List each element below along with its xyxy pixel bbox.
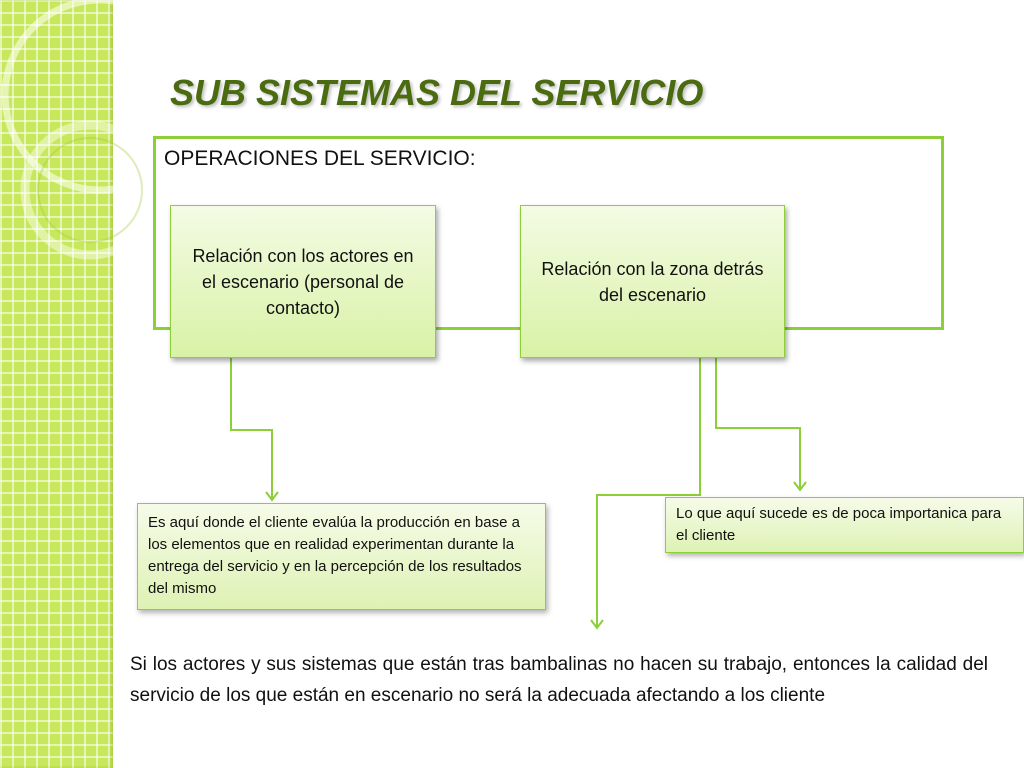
arrowhead xyxy=(590,619,604,630)
decorative-sidebar xyxy=(0,0,113,768)
back-stage-note: Lo que aquí sucede es de poca importanic… xyxy=(665,497,1024,553)
arrowhead xyxy=(793,481,807,492)
frame-label: OPERACIONES DEL SERVICIO: xyxy=(164,147,476,170)
connector-back-to-paragraph xyxy=(596,358,701,628)
back-stage-text: Relación con la zona detrás del escenari… xyxy=(541,258,764,305)
front-stage-text: Relación con los actores en el escenario… xyxy=(192,245,414,318)
back-stage-box: Relación con la zona detrás del escenari… xyxy=(520,205,785,358)
conclusion-paragraph: Si los actores y sus sistemas que están … xyxy=(130,654,988,706)
connector-front-to-note xyxy=(230,358,273,500)
connector-back-to-note xyxy=(715,358,801,490)
slide-title: SUB SISTEMAS DEL SERVICIO xyxy=(170,72,704,113)
back-stage-note-text: Lo que aquí sucede es de poca importanic… xyxy=(676,505,1002,544)
front-stage-box: Relación con los actores en el escenario… xyxy=(170,205,436,358)
front-stage-note-text: Es aquí donde el cliente evalúa la produ… xyxy=(148,514,522,597)
front-stage-note: Es aquí donde el cliente evalúa la produ… xyxy=(137,503,546,610)
arrowhead xyxy=(265,491,279,502)
